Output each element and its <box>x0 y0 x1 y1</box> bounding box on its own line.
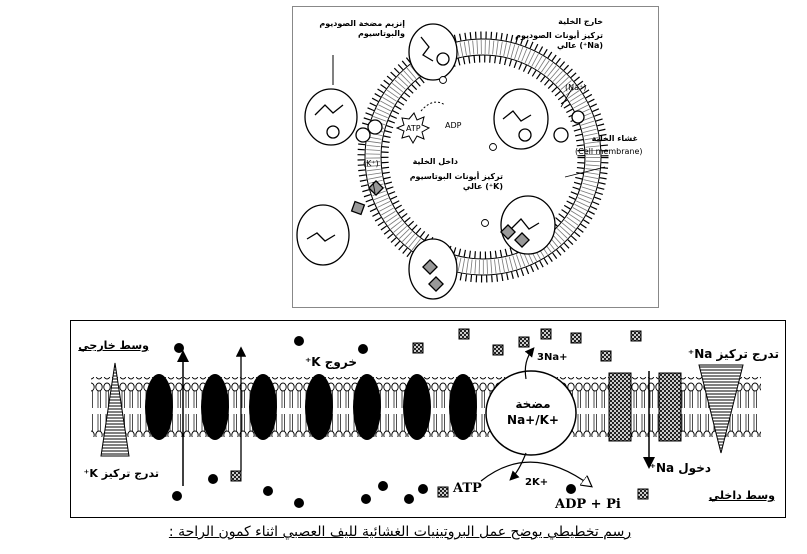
k-gradient-label: تدرج تركيز K⁺ <box>69 467 159 480</box>
atp-label: ATP <box>453 481 482 496</box>
outside-concentration-label: تركيز أيونات الصوديوم (Na⁺) عالي <box>493 31 603 51</box>
two-k-label: 2K+ <box>525 477 548 488</box>
bottom-figure: وسط خارجي وسط داخلي خروج K⁺ دخول Na⁺ تدر… <box>70 320 786 518</box>
top-figure: ATP ADP إنزيم مضخة الصوديوم والبوتاسيوم … <box>292 6 659 308</box>
na-ion-label: (Na⁺) <box>565 83 586 93</box>
cell-membrane-label-ar: غشاء الخلية <box>578 134 638 144</box>
pump-protein-bottom <box>409 239 457 299</box>
pump-protein-lower-left <box>297 181 383 265</box>
inside-concentration-label: تركيز أيونات البوتاسيوم (K⁺) عالي <box>393 172 503 192</box>
pump-label-line2: Na+/K+ <box>493 413 573 427</box>
two-k-arrow <box>511 453 526 479</box>
pump-protein-lower-right <box>501 196 555 254</box>
inside-medium-label: وسط داخلي <box>691 489 775 502</box>
outside-cell-label: خارج الخلية <box>503 17 603 27</box>
phosphate-markers <box>440 77 497 227</box>
na-gradient-label: تدرج تركيز Na⁺ <box>663 347 779 361</box>
cell-ring-diagram: ATP ADP <box>293 7 658 307</box>
figure-caption: رسم تخطيطي يوضح عمل البروتينيات الغشائية… <box>100 524 700 540</box>
adp-text: ADP <box>445 121 462 130</box>
enzyme-label: إنزيم مضخة الصوديوم والبوتاسيوم <box>295 19 405 39</box>
atp-adp-arrow <box>421 102 445 111</box>
adp-pi-label: ADP + Pi <box>555 497 621 512</box>
pump-label-line1: مضخة <box>493 397 573 411</box>
inside-cell-label: داخل الخلية <box>388 157 458 167</box>
pump-protein-top <box>409 24 457 80</box>
k-exit-label: خروج K⁺ <box>267 355 357 369</box>
outside-medium-label: وسط خارجي <box>75 339 149 352</box>
atp-text: ATP <box>406 124 421 133</box>
pump-protein-upper-right <box>494 89 584 149</box>
k-ion-label: (K⁺) <box>363 159 379 169</box>
cell-membrane-label-en: (Cell membrane) <box>575 147 643 157</box>
three-na-label: 3Na+ <box>537 352 567 363</box>
na-entry-label: دخول Na⁺ <box>631 461 711 475</box>
pump-protein-upper-left <box>305 89 382 145</box>
